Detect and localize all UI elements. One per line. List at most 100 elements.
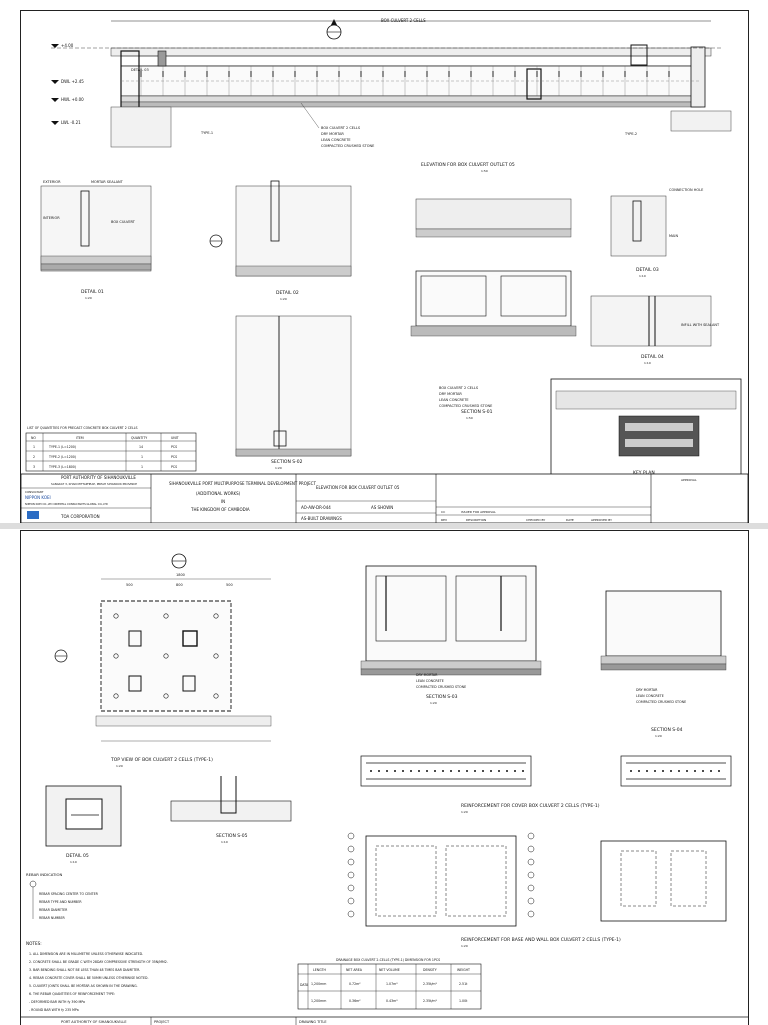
- section-s05: SECTION S-05 1:10: [170, 776, 292, 844]
- note-line: - DEFORMED BAR WITH fy 390 MPa: [29, 1000, 85, 1004]
- rebar-callout-icon: [527, 832, 535, 840]
- note-label: BOX CULVERT 2 CELLS: [321, 126, 361, 130]
- section-scale: 1:50: [466, 416, 473, 420]
- table-cell: 2.51t: [459, 982, 468, 986]
- note-label: LEAN CONCRETE: [636, 694, 664, 698]
- connection-hole-label: CONNECTION HOLE: [669, 188, 703, 192]
- table-cell: 2: [33, 455, 35, 459]
- rebar-dot: [386, 770, 388, 772]
- top-banner-text: BOX CULVERT 2 CELLS: [381, 18, 426, 23]
- rebar-dot: [670, 770, 672, 772]
- rebar-callout-icon: [527, 871, 535, 879]
- sheet-1-drawing: BOX CULVERT 2 CELLS +4.00 DWL +2.45 HWL …: [21, 18, 748, 523]
- rebar-dot: [678, 770, 680, 772]
- rebar-dot: [662, 770, 664, 772]
- rebar-dot: [710, 770, 712, 772]
- note-line: 5. CULVERT JOINTS SHALL BE MORTAR AS SHO…: [29, 984, 138, 988]
- detail-03: CONNECTION HOLE MAIN DETAIL 03 1:10: [610, 188, 703, 278]
- section-scale: 1:20: [655, 734, 662, 738]
- table-cell: PCS: [171, 455, 177, 459]
- table-title: DRAINAGE BOX CULVERT 2-CELLS (TYPE-1) DI…: [336, 958, 440, 962]
- table-header: ITEM: [76, 436, 84, 440]
- detail-02: DETAIL 02 1:20: [209, 180, 352, 301]
- dimension-label: 1800: [176, 573, 185, 577]
- reinforcement-base-wall: REINFORCEMENT FOR BASE AND WALL BOX CULV…: [365, 835, 727, 948]
- rebar-callout-icon: [347, 884, 355, 892]
- table-cell: PCS: [171, 465, 177, 469]
- culvert-label: TYPE-1: [200, 131, 213, 135]
- table-side-label: DATA: [300, 983, 309, 987]
- table-cell: 1,200mm: [311, 982, 326, 986]
- table-cell: 1: [33, 445, 35, 449]
- rebar-dot: [474, 770, 476, 772]
- rebar-callout-icon: [527, 858, 535, 866]
- note-line: 1. ALL DIMENSION ARE IN MILLIMETRE UNLES…: [29, 952, 143, 956]
- notes-block: NOTES: 1. ALL DIMENSION ARE IN MILLIMETR…: [26, 941, 168, 1012]
- note-line: 3. BAR BENDING SHALL NOT BE LESS THAN 48…: [29, 968, 140, 972]
- drawing-sheet-2: 1800 500 800 500 TOP VIEW OF BOX CULVERT…: [20, 530, 749, 1025]
- interior-label: INTERIOR: [43, 216, 60, 220]
- level-label: HWL +0.00: [61, 97, 84, 102]
- footer-project: PROJECT: [154, 1020, 170, 1024]
- rebar-dot: [654, 770, 656, 772]
- detail-scale: 1:10: [639, 274, 646, 278]
- notes-title: NOTES:: [26, 941, 42, 946]
- note-label: COMPACTED CRUSHED STONE: [416, 685, 466, 689]
- level-label: DWL +2.45: [61, 79, 84, 84]
- note-label: LEAN CONCRETE: [439, 398, 469, 402]
- dimension-label: 800: [176, 583, 183, 587]
- note-label: COMPACTED CRUSHED STONE: [321, 144, 374, 148]
- consultant-name: NIPPON KOEI CO.,LTD ORIENTAL CONSULTANTS…: [25, 502, 108, 506]
- note-label: DRY MORTAR: [416, 673, 438, 677]
- section-title: SECTION S-02: [271, 459, 303, 465]
- description-header: DESCRIPTION: [466, 518, 486, 522]
- culvert-label: TYPE-2: [624, 132, 637, 136]
- hole-marker-icon: [113, 613, 119, 619]
- dimension-label: 500: [226, 583, 233, 587]
- rebar-dot: [426, 770, 428, 772]
- table-cell: 3: [33, 465, 35, 469]
- top-view-type1: 1800 500 800 500 TOP VIEW OF BOX CULVERT…: [54, 553, 272, 768]
- table-title: LIST OF QUANTITIES FOR PRECAST CONCRETE …: [27, 426, 138, 430]
- rebar-callout-icon: [527, 897, 535, 905]
- dimension-label: 500: [126, 583, 133, 587]
- detail-scale: 1:20: [280, 297, 287, 301]
- table-cell: PCS: [171, 445, 177, 449]
- rebar-dot: [458, 770, 460, 772]
- rebar-dot: [718, 770, 720, 772]
- rebar-dot: [482, 770, 484, 772]
- elevation-title: ELEVATION FOR BOX CULVERT OUTLET 05: [421, 162, 515, 168]
- rebar-callout-icon: [527, 884, 535, 892]
- rebar-callout-icon: [527, 845, 535, 853]
- revision-description: ISSUED FOR APPROVAL: [461, 510, 496, 514]
- rebar-legend-title: REBAR INDICATION: [26, 872, 62, 877]
- table-header: UNIT: [171, 436, 179, 440]
- rebar-dot: [442, 770, 444, 772]
- rebar-dot: [418, 770, 420, 772]
- table-header: NET VOLUME: [379, 968, 400, 972]
- project-country: THE KINGDOM OF CAMBODIA: [190, 507, 250, 512]
- approval-label: APPROVAL: [681, 478, 697, 482]
- table-cell: 0.72m²: [349, 982, 361, 986]
- rebar-dot: [686, 770, 688, 772]
- rebar-callout-icon: [347, 832, 355, 840]
- rebar-dot: [522, 770, 524, 772]
- sealant-label: MORTAR SEALANT: [91, 180, 124, 184]
- note-label: LEAN CONCRETE: [321, 138, 351, 142]
- hole-marker-icon: [113, 693, 119, 699]
- table-cell: 0.36m²: [349, 999, 361, 1003]
- reinforcement-cover: REINFORCEMENT FOR COVER BOX CULVERT 2 CE…: [360, 755, 732, 814]
- rebar-callout-icon: [347, 910, 355, 918]
- section-scale: 1:20: [461, 810, 468, 814]
- rebar-dot: [402, 770, 404, 772]
- checked-header: CHECKED BY: [526, 518, 545, 522]
- note-line: - ROUND BAR WITH fy 235 MPa: [29, 1008, 79, 1012]
- rebar-callout-icon: [347, 845, 355, 853]
- rebar-dot: [638, 770, 640, 772]
- table-cell: 0.43m³: [386, 999, 398, 1003]
- table-cell: 1: [141, 465, 143, 469]
- hole-marker-icon: [213, 653, 219, 659]
- hole-marker-icon: [213, 613, 219, 619]
- detail-04: INFILL WITH SEALANT DETAIL 04 1:10: [590, 295, 720, 365]
- rev-header: REV: [441, 518, 448, 522]
